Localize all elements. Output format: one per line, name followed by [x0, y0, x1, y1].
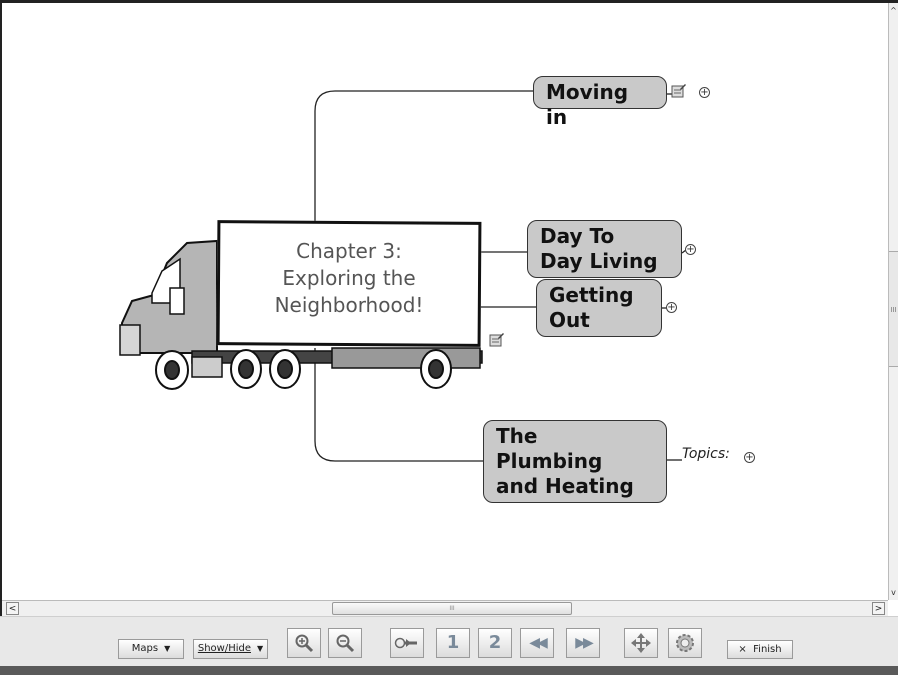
topic-moving-in[interactable]: Moving in	[533, 76, 667, 129]
showhide-dropdown-label: Show/Hide	[197, 643, 251, 654]
window-bottom-edge	[0, 666, 898, 675]
expand-moving-in-icon[interactable]: +	[699, 87, 710, 98]
chevron-down-icon: ▼	[164, 644, 171, 653]
central-topic-line2: Exploring the	[282, 266, 416, 290]
settings-button[interactable]	[668, 628, 702, 658]
topic-getting-line1: Getting	[549, 283, 634, 307]
topic-plumbing-line2: Plumbing	[496, 449, 603, 473]
expand-topics-icon[interactable]: +	[744, 452, 755, 463]
scroll-left-icon[interactable]: <	[6, 602, 19, 615]
topic-moving-in-label: Moving in	[546, 80, 629, 129]
zoom-out-icon	[336, 634, 355, 653]
topics-label-text: Topics:	[682, 446, 730, 462]
presentation-toolbar: Maps ▼ Show/Hide ▼ 1 2 ◀◀ ▶▶	[0, 616, 898, 666]
chevron-down-icon: ▼	[257, 644, 264, 653]
key-button[interactable]	[390, 628, 424, 658]
topic-day-line2: Day Living	[540, 249, 658, 273]
maps-dropdown-label: Maps	[131, 643, 159, 654]
showhide-dropdown[interactable]: Show/Hide ▼	[193, 639, 268, 659]
level-1-button[interactable]: 1	[436, 628, 470, 658]
finish-button[interactable]: × Finish	[727, 640, 793, 659]
horizontal-scroll-thumb[interactable]: III	[332, 602, 572, 615]
scroll-right-icon[interactable]: >	[872, 602, 885, 615]
scroll-up-icon[interactable]: ^	[890, 6, 897, 15]
mind-map-canvas[interactable]: Chapter 3: Exploring the Neighborhood! M…	[2, 3, 888, 600]
zoom-out-button[interactable]	[328, 628, 362, 658]
forward-button[interactable]: ▶▶	[566, 628, 600, 658]
truck-door-window	[169, 287, 185, 315]
topic-day-line1: Day To	[540, 224, 615, 248]
note-icon[interactable]	[671, 83, 687, 98]
topics-label[interactable]: Topics:	[682, 446, 730, 462]
truck-wheels	[155, 349, 452, 390]
topic-plumbing-line3: and Heating	[496, 474, 634, 498]
vertical-scrollbar[interactable]: ^ III v	[888, 3, 898, 600]
maps-dropdown[interactable]: Maps ▼	[118, 639, 184, 659]
truck-tank	[191, 356, 223, 378]
central-topic-text[interactable]: Chapter 3: Exploring the Neighborhood!	[217, 238, 481, 319]
level-2-button[interactable]: 2	[478, 628, 512, 658]
topic-plumbing-line1: The	[496, 424, 538, 448]
topic-day-to-day-living[interactable]: Day To Day Living	[527, 220, 682, 278]
close-icon: ×	[738, 644, 747, 655]
central-topic-line3: Neighborhood!	[274, 293, 424, 317]
truck-image	[119, 239, 483, 390]
topic-getting-out[interactable]: Getting Out	[536, 279, 662, 337]
key-icon	[394, 637, 417, 649]
expand-day-to-day-icon[interactable]: +	[685, 244, 696, 255]
scroll-down-icon[interactable]: v	[891, 588, 896, 597]
central-note-icon[interactable]	[489, 332, 505, 347]
expand-getting-out-icon[interactable]: +	[666, 302, 677, 313]
connector-plumbing	[314, 348, 485, 462]
horizontal-scrollbar[interactable]: < III >	[2, 600, 888, 616]
connector-moving-in	[314, 90, 535, 223]
truck-underbody	[331, 347, 481, 369]
vertical-scroll-thumb[interactable]: III	[889, 251, 898, 367]
gear-icon	[676, 634, 694, 652]
zoom-in-button[interactable]	[287, 628, 321, 658]
move-button[interactable]	[624, 628, 658, 658]
connector-lines	[314, 90, 687, 462]
topic-plumbing-and-heating[interactable]: The Plumbing and Heating	[483, 420, 667, 503]
truck-grille	[119, 324, 141, 356]
rewind-button[interactable]: ◀◀	[520, 628, 554, 658]
map-connectors	[119, 90, 687, 462]
zoom-in-icon	[295, 634, 314, 653]
topic-getting-line2: Out	[549, 308, 590, 332]
move-icon	[631, 633, 651, 653]
finish-button-label: Finish	[753, 644, 782, 655]
central-topic-line1: Chapter 3:	[296, 239, 402, 263]
